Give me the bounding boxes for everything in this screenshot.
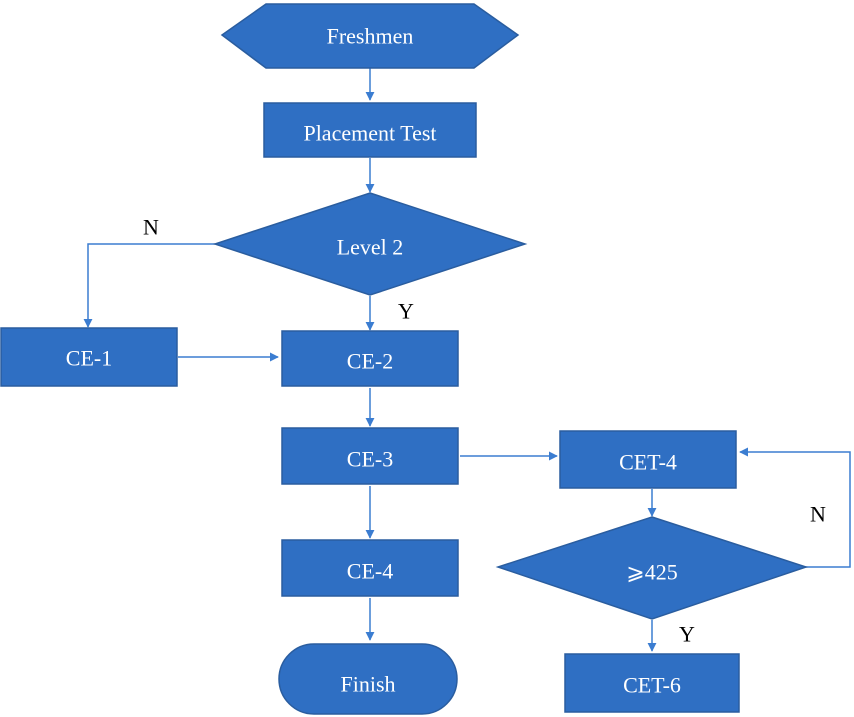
edge-label-score-yes: Y	[679, 622, 695, 647]
node-placement-test-label: Placement Test	[303, 121, 436, 146]
hexagon-shape	[220, 3, 520, 69]
node-freshmen: Freshmen	[220, 3, 520, 69]
rectangle-shape	[281, 330, 459, 387]
node-freshmen-label: Freshmen	[327, 24, 414, 49]
terminator-shape	[278, 643, 458, 715]
node-level2-label: Level 2	[337, 235, 404, 260]
node-finish: Finish	[278, 643, 458, 715]
diamond-shape	[495, 516, 809, 620]
node-level2: Level 2	[212, 192, 528, 296]
node-ce2: CE-2	[281, 330, 459, 387]
diamond-shape	[212, 192, 528, 296]
node-cet4: CET-4	[559, 430, 737, 489]
node-ce3-label: CE-3	[347, 447, 393, 472]
node-ce4-label: CE-4	[347, 559, 393, 584]
edge-score-no-to-cet4	[739, 447, 851, 568]
rectangle-shape	[281, 539, 459, 597]
edge-level2-no-to-ce1	[83, 243, 215, 328]
node-ce3: CE-3	[281, 427, 459, 485]
node-ce2-label: CE-2	[347, 349, 393, 374]
node-score-check: ⩾425	[495, 516, 809, 620]
node-ce4: CE-4	[281, 539, 459, 597]
node-cet4-label: CET-4	[619, 450, 677, 475]
node-score-check-label: ⩾425	[626, 560, 677, 585]
rectangle-shape	[559, 430, 737, 489]
node-finish-label: Finish	[340, 672, 395, 697]
rectangle-shape	[0, 327, 178, 387]
edge-label-score-no: N	[810, 502, 826, 527]
node-ce1: CE-1	[0, 327, 178, 387]
connectors	[83, 68, 851, 652]
edge-label-level2-no: N	[143, 215, 159, 240]
rectangle-shape	[263, 102, 477, 158]
node-ce1-label: CE-1	[66, 346, 112, 371]
node-placement-test: Placement Test	[263, 102, 477, 158]
node-cet6: CET-6	[564, 653, 740, 713]
rectangle-shape	[281, 427, 459, 485]
rectangle-shape	[564, 653, 740, 713]
edge-label-level2-yes: Y	[398, 299, 414, 324]
node-cet6-label: CET-6	[623, 673, 681, 698]
